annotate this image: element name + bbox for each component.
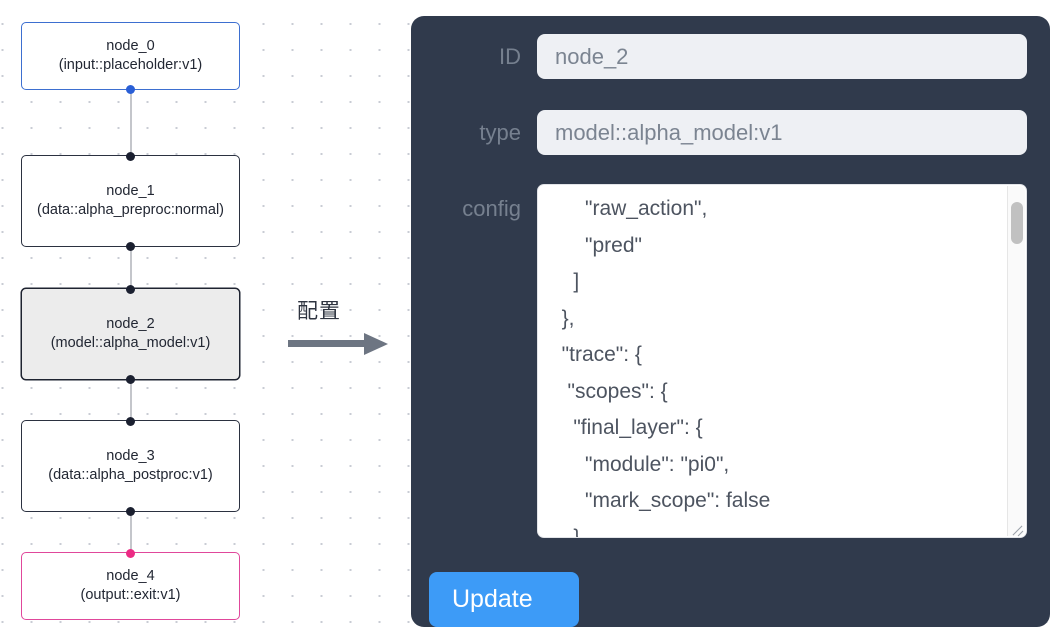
flow-node-title: node_1 (106, 183, 155, 199)
flow-graph[interactable]: node_0 (input::placeholder:v1) node_1 (d… (0, 0, 400, 643)
node-handle-source[interactable] (126, 506, 135, 516)
flow-node-subtitle: (data::alpha_postproc:v1) (48, 467, 213, 483)
flow-node-title: node_3 (106, 448, 155, 464)
right-arrow-icon (288, 333, 388, 355)
flow-node-subtitle: (model::alpha_model:v1) (50, 335, 211, 351)
field-row-id: ID (427, 34, 1027, 79)
config-scrollbar[interactable] (1007, 186, 1025, 536)
edge-node2-node3 (130, 377, 132, 417)
flow-node-subtitle: (output::exit:v1) (80, 587, 181, 603)
edge-node3-node4 (130, 510, 132, 550)
flow-node-title: node_2 (106, 316, 155, 332)
node-handle-target[interactable] (126, 548, 135, 558)
node-handle-target[interactable] (126, 284, 135, 294)
id-label: ID (499, 43, 521, 69)
node-handle-source[interactable] (126, 241, 135, 251)
node-handle-source[interactable] (126, 374, 135, 384)
arrow-label: 配置 (297, 299, 341, 323)
flow-node-title: node_4 (106, 568, 155, 584)
field-row-type: type (427, 110, 1027, 155)
flow-node-title: node_0 (106, 38, 155, 54)
field-row-config: config (427, 184, 1027, 538)
flow-node-node_4[interactable]: node_4 (output::exit:v1) (21, 548, 240, 620)
node-handle-source[interactable] (126, 84, 135, 94)
config-scrollbar-thumb[interactable] (1011, 202, 1023, 244)
node-handle-target[interactable] (126, 151, 135, 161)
config-textarea[interactable] (537, 184, 1027, 538)
config-label: config (462, 196, 521, 221)
flow-node-subtitle: (input::placeholder:v1) (58, 57, 203, 73)
flow-node-node_1[interactable]: node_1 (data::alpha_preproc:normal) (21, 151, 240, 251)
update-button[interactable]: Update (429, 572, 579, 627)
configure-annotation: 配置 (288, 295, 398, 365)
flow-node-node_2[interactable]: node_2 (model::alpha_model:v1) (21, 284, 240, 384)
flow-node-subtitle: (data::alpha_preproc:normal) (37, 202, 224, 218)
edge-node0-node1 (130, 88, 132, 158)
config-textarea-wrapper (537, 184, 1027, 538)
type-input[interactable] (537, 110, 1027, 155)
node-config-panel: ID type config Update (411, 16, 1050, 627)
node-handle-target[interactable] (126, 416, 135, 426)
edge-node1-node2 (130, 245, 132, 291)
id-input[interactable] (537, 34, 1027, 79)
type-label: type (479, 119, 521, 145)
flow-node-node_3[interactable]: node_3 (data::alpha_postproc:v1) (21, 416, 240, 516)
flow-node-node_0[interactable]: node_0 (input::placeholder:v1) (21, 22, 240, 94)
